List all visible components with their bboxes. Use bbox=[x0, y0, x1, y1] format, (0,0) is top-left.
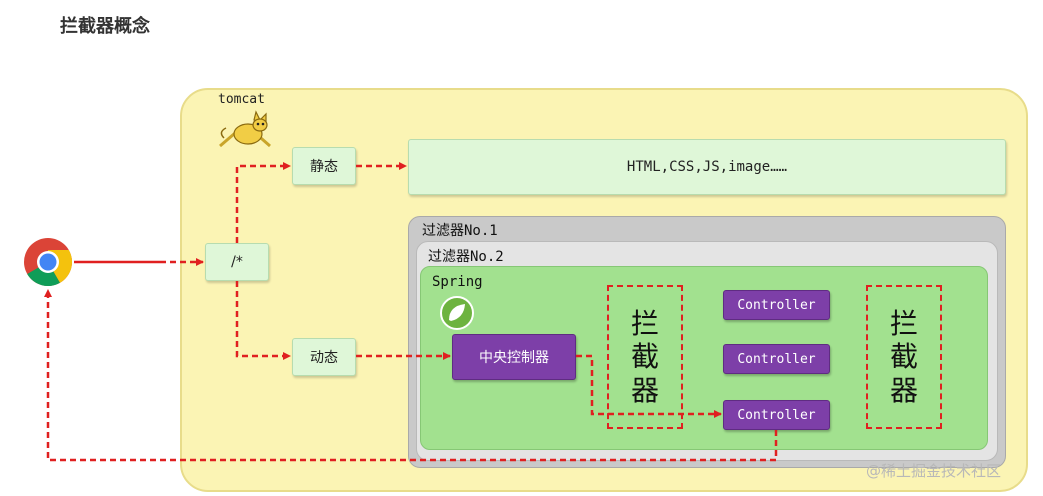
arrow-root-to-static bbox=[235, 162, 291, 243]
controller-1: Controller bbox=[723, 290, 830, 320]
tomcat-label: tomcat bbox=[218, 92, 265, 107]
root-path-node: /* bbox=[205, 243, 269, 281]
static-node: 静态 bbox=[292, 147, 356, 185]
spring-logo-icon bbox=[440, 296, 474, 330]
controller-3: Controller bbox=[723, 400, 830, 430]
interceptor-right-char-2: 截 bbox=[889, 340, 918, 374]
interceptor-left: 拦 截 器 bbox=[607, 285, 683, 429]
controller-2: Controller bbox=[723, 344, 830, 374]
arrow-dispatcher-to-controller bbox=[576, 354, 722, 418]
tomcat-logo-icon bbox=[219, 110, 271, 148]
interceptor-right-char-3: 器 bbox=[889, 373, 918, 407]
chrome-browser-icon bbox=[24, 238, 73, 287]
dispatcher-node: 中央控制器 bbox=[452, 334, 576, 380]
dynamic-node: 动态 bbox=[292, 338, 356, 376]
interceptor-right-char-1: 拦 bbox=[889, 306, 918, 340]
filter-2-label: 过滤器No.2 bbox=[428, 249, 504, 265]
interceptor-right: 拦 截 器 bbox=[866, 285, 942, 429]
interceptor-left-char-1: 拦 bbox=[630, 306, 659, 340]
watermark: @稀土掘金技术社区 bbox=[866, 462, 1002, 480]
arrow-response-to-browser bbox=[44, 289, 778, 462]
arrow-root-to-dynamic bbox=[235, 281, 291, 360]
interceptor-left-char-3: 器 bbox=[630, 373, 659, 407]
page-title: 拦截器概念 bbox=[60, 16, 150, 37]
static-resources-box: HTML,CSS,JS,image…… bbox=[408, 139, 1006, 195]
filter-1-label: 过滤器No.1 bbox=[422, 223, 498, 239]
spring-label: Spring bbox=[432, 274, 483, 290]
interceptor-left-char-2: 截 bbox=[630, 340, 659, 374]
